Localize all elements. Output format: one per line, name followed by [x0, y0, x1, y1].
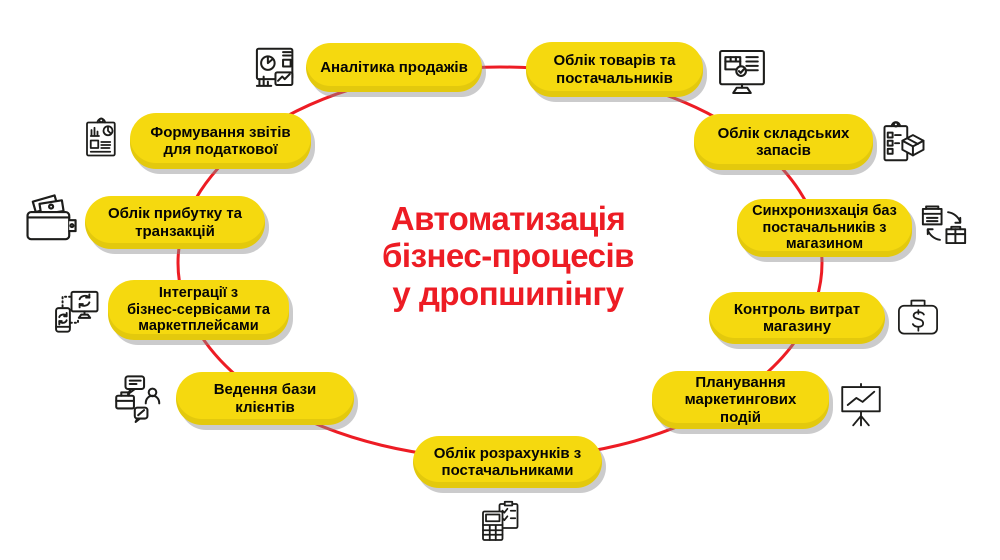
devices-sync-icon	[52, 284, 104, 342]
node-sales-analytics: Аналітика продажів	[306, 43, 482, 92]
node-warehouse-stock: Облік складських запасів	[694, 114, 873, 170]
node-profit-transactions: Облік прибутку та транзакцій	[85, 196, 265, 249]
node-goods-suppliers: Облік товарів та постачальників	[526, 42, 703, 97]
monitor-order-check-icon	[714, 44, 770, 100]
node-client-database: Ведення бази клієнтів	[176, 372, 354, 425]
node-expense-control: Контроль витрат магазину	[709, 292, 885, 344]
briefcase-dollar-icon	[893, 294, 943, 341]
presentation-chart-icon	[836, 379, 886, 431]
tax-report-document-icon	[78, 111, 126, 167]
title-line-2: бізнес-процесів	[382, 237, 634, 275]
node-marketing-planning: Планування маркетингових подій	[652, 371, 829, 429]
sync-boxes-icon	[918, 200, 970, 252]
title-line-3: у дропшипінгу	[392, 274, 624, 312]
wallet-money-icon	[22, 193, 82, 251]
node-service-integrations: Інтеграції з бізнес-сервісами та маркетп…	[108, 280, 289, 340]
node-tax-reports: Формування звітів для податкової	[130, 113, 311, 169]
clipboard-package-icon	[878, 118, 930, 170]
clients-chat-person-icon	[110, 373, 168, 427]
diagram-title: Автоматизація бізнес-процесів у дропшипі…	[330, 200, 686, 312]
calculator-checklist-icon	[477, 498, 525, 546]
title-line-1: Автоматизація	[390, 200, 626, 237]
sales-analytics-dashboard-icon	[251, 42, 305, 96]
node-supplier-settlements: Облік розрахунків з постачальниками	[413, 436, 602, 488]
node-supplier-db-sync: Синхронизхація баз постачальників з мага…	[737, 199, 912, 257]
